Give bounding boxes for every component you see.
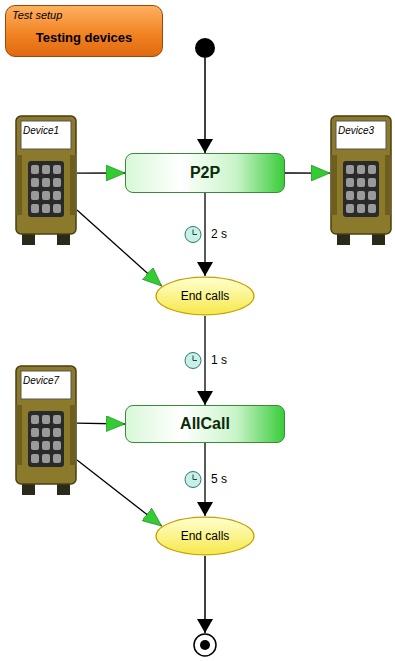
device-key	[42, 415, 50, 424]
setup-title: Testing devices	[6, 30, 162, 45]
device-key	[42, 191, 50, 200]
setup-box: Test setupTesting devices	[5, 5, 163, 57]
device-key	[31, 454, 39, 463]
process-box: P2P	[125, 153, 285, 193]
device-label: Device1	[23, 125, 59, 136]
device-key	[346, 191, 354, 200]
node-label: P2P	[190, 164, 220, 182]
device-key	[42, 165, 50, 174]
device-key	[53, 441, 61, 450]
connector	[204, 193, 205, 276]
device-key	[42, 441, 50, 450]
node-label: End calls	[181, 529, 230, 543]
device-key	[31, 428, 39, 437]
device-key	[31, 165, 39, 174]
device-key	[53, 415, 61, 424]
device-grip	[385, 155, 391, 215]
device-body	[331, 116, 391, 234]
connector	[77, 422, 125, 424]
device-label: Device7	[23, 375, 59, 386]
node-label: End calls	[181, 289, 230, 303]
device-key	[368, 191, 376, 200]
device-key	[42, 428, 50, 437]
clock-hands	[193, 230, 197, 235]
delay-label: 1 s	[211, 353, 227, 367]
device-key	[31, 204, 39, 213]
device-key	[346, 165, 354, 174]
device-key	[346, 204, 354, 213]
end-calls-ellipse: End calls	[155, 276, 255, 316]
device-key	[42, 204, 50, 213]
device-body	[16, 116, 76, 234]
device-body	[16, 366, 76, 484]
end-bullseye-core	[200, 640, 210, 650]
device-key	[357, 191, 365, 200]
device-key	[53, 191, 61, 200]
connector	[77, 172, 125, 173]
device-key	[31, 178, 39, 187]
end-line	[204, 556, 206, 633]
device-screen	[336, 121, 386, 149]
device-key	[368, 165, 376, 174]
device-grip	[16, 405, 22, 465]
connector	[77, 210, 162, 286]
connector	[204, 443, 205, 516]
device-key	[53, 204, 61, 213]
device-key	[357, 178, 365, 187]
device-key	[357, 165, 365, 174]
delay-label: 2 s	[211, 227, 227, 241]
device-key	[346, 178, 354, 187]
clock-icon	[185, 353, 201, 369]
device-key	[53, 165, 61, 174]
device-key	[53, 428, 61, 437]
device-key	[368, 178, 376, 187]
device-grip	[70, 155, 76, 215]
end-calls-ellipse: End calls	[155, 516, 255, 556]
clock-hands	[193, 356, 197, 361]
start-line	[204, 58, 206, 153]
device-keypad	[28, 411, 64, 467]
end-bullseye	[194, 634, 216, 656]
connector	[204, 316, 205, 405]
clock-icon	[185, 472, 201, 488]
device-key	[357, 204, 365, 213]
device-key	[31, 441, 39, 450]
start-dot	[195, 38, 215, 58]
delay-label: 5 s	[211, 472, 227, 486]
device-screen	[21, 121, 71, 149]
device-node: Device7	[15, 365, 77, 497]
device-node: Device1	[15, 115, 77, 247]
device-grip	[331, 155, 337, 215]
device-key	[53, 454, 61, 463]
clock-hands	[193, 475, 197, 480]
node-label: AllCall	[180, 415, 230, 433]
device-key	[42, 454, 50, 463]
device-key	[31, 191, 39, 200]
connector	[285, 172, 330, 173]
device-key	[42, 178, 50, 187]
device-node: Device3	[330, 115, 392, 247]
device-label: Device3	[338, 125, 374, 136]
device-keypad	[28, 161, 64, 217]
device-key	[31, 415, 39, 424]
device-screen	[21, 371, 71, 399]
device-keypad	[343, 161, 379, 217]
process-box: AllCall	[125, 405, 285, 443]
device-grip	[16, 155, 22, 215]
device-grip	[70, 405, 76, 465]
connector	[77, 460, 162, 526]
device-key	[53, 178, 61, 187]
clock-icon	[185, 227, 201, 243]
setup-caption: Test setup	[12, 9, 62, 21]
device-key	[368, 204, 376, 213]
